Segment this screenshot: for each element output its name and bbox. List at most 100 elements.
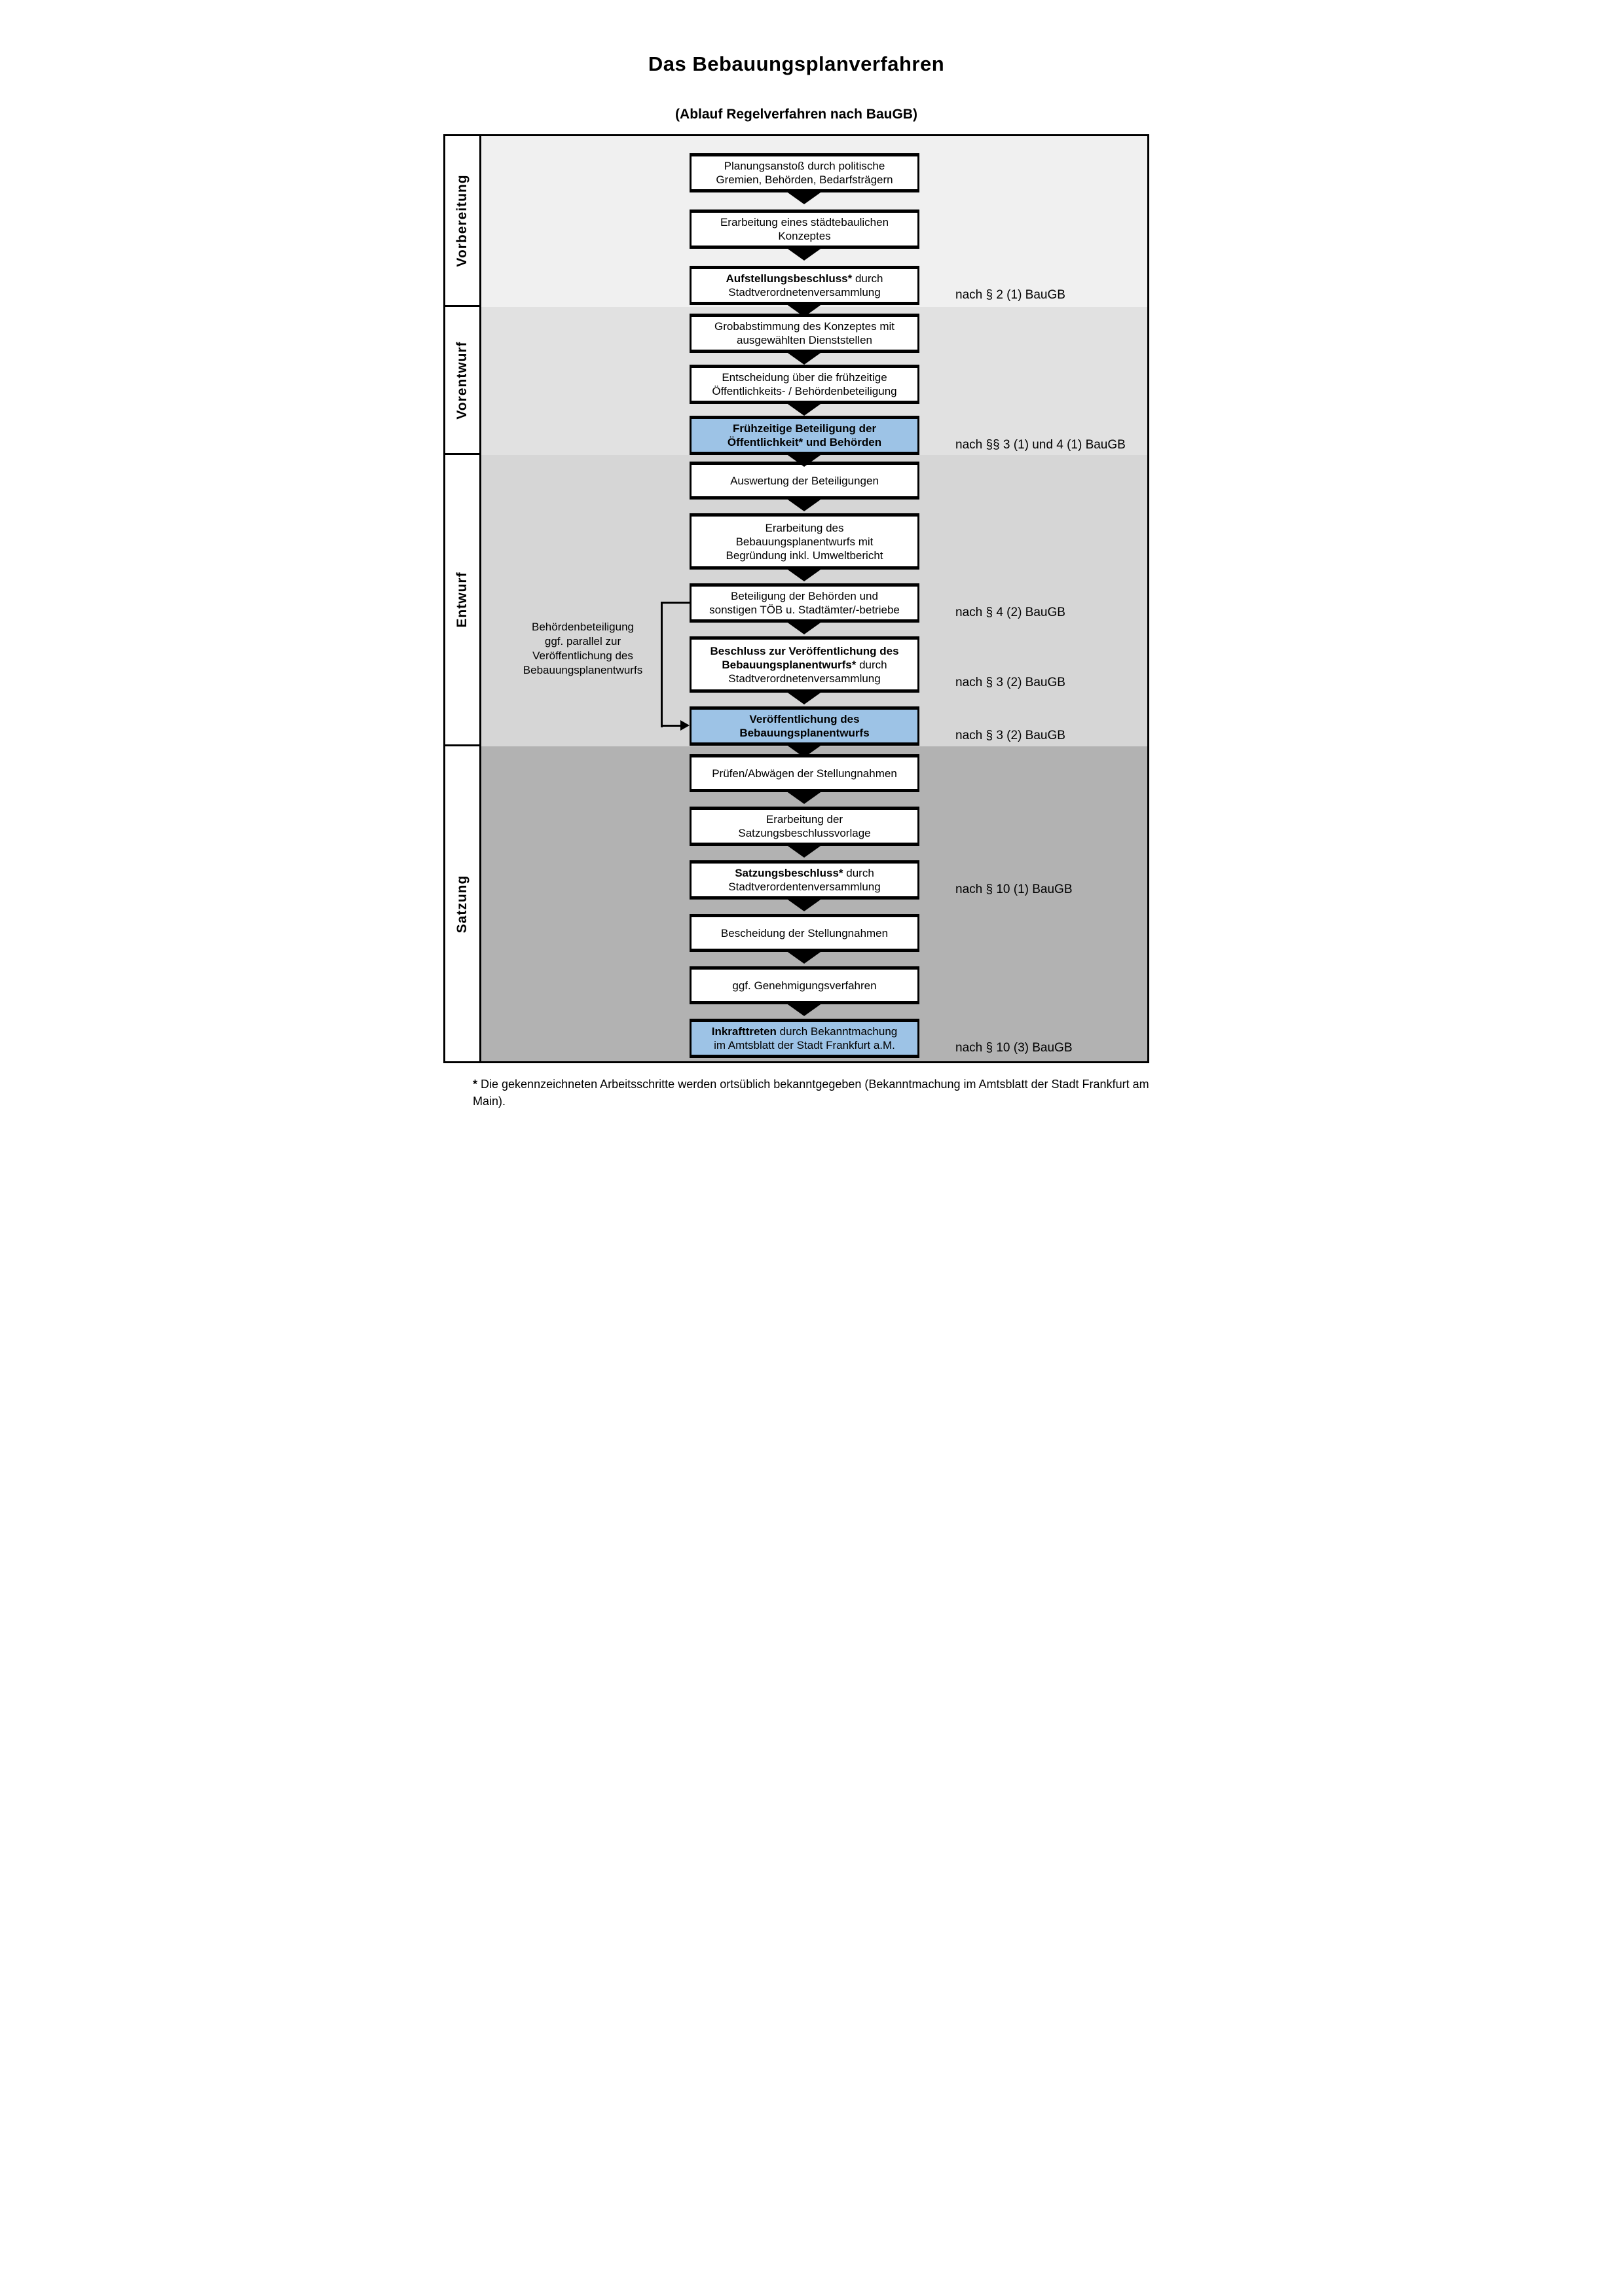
- flow-step-box: Prüfen/Abwägen der Stellungnahmen: [690, 754, 919, 792]
- phase-label-text: Satzung: [454, 875, 470, 933]
- step-text-segment: Bescheidung der Stellungnahmen: [720, 926, 889, 939]
- step-text-line: Erarbeitung des: [765, 521, 843, 535]
- step-text-segment: Grobabstimmung des Konzeptes mit: [714, 320, 895, 333]
- phase-label-entwurf: Entwurf: [445, 455, 481, 746]
- step-text-line: Bescheidung der Stellungnahmen: [721, 926, 888, 940]
- step-text-line: ausgewählten Dienststellen: [737, 333, 872, 347]
- step-text-line: im Amtsblatt der Stadt Frankfurt a.M.: [714, 1038, 895, 1052]
- step-text-line: Veröffentlichung des: [749, 712, 859, 726]
- phase-label-satzung: Satzung: [445, 746, 481, 1061]
- step-text-segment: Inkrafttreten: [711, 1025, 777, 1038]
- step-text-segment: Prüfen/Abwägen der Stellungnahmen: [712, 767, 897, 780]
- section-row-vorentwurf: Vorentwurf Grobabstimmung des Konzeptes m…: [445, 307, 1147, 467]
- step-text-segment: Planungsanstoß durch politische: [724, 160, 885, 172]
- step-text-line: Öffentlichkeits- / Behördenbeteiligung: [712, 384, 896, 398]
- step-text-segment: Frühzeitige Beteiligung der: [732, 422, 877, 435]
- arrow-down-icon: [786, 454, 822, 467]
- step-text-line: Grobabstimmung des Konzeptes mit: [714, 319, 895, 333]
- side-note-line: Bebauungsplanentwurfs: [523, 664, 643, 676]
- step-text-segment: Begründung inkl. Umweltbericht: [726, 549, 883, 562]
- step-text-line: Auswertung der Beteiligungen: [730, 474, 879, 488]
- law-reference: nach § 3 (2) BauGB: [955, 729, 1065, 742]
- arrow-down-icon: [786, 744, 822, 757]
- arrow-down-icon: [786, 691, 822, 704]
- section-row-satzung: Satzung Prüfen/Abwägen der Stellungnahmen…: [445, 746, 1147, 1061]
- arrow-down-icon: [786, 191, 822, 204]
- connector-line: [661, 602, 692, 604]
- arrow-down-icon: [786, 352, 822, 365]
- step-text-segment: Auswertung der Beteiligungen: [730, 474, 879, 487]
- law-reference: nach § 2 (1) BauGB: [955, 288, 1065, 302]
- phase-label-vorbereitung: Vorbereitung: [445, 136, 481, 307]
- side-note-line: Veröffentlichung des: [532, 649, 633, 662]
- footnote-asterisk: *: [473, 1078, 478, 1091]
- arrow-down-icon: [786, 845, 822, 858]
- step-text-segment: Öffentlichkeits- / Behördenbeteiligung: [712, 385, 897, 397]
- law-reference: nach §§ 3 (1) und 4 (1) BauGB: [955, 438, 1126, 452]
- step-text-line: Entscheidung über die frühzeitige: [722, 371, 887, 384]
- arrow-down-icon: [786, 568, 822, 581]
- arrow-down-icon: [786, 898, 822, 911]
- step-text-segment: Bebauungsplanentwurfs*: [722, 658, 857, 671]
- step-text-line: Erarbeitung eines städtebaulichen: [720, 215, 889, 229]
- arrow-down-icon: [786, 403, 822, 416]
- phase-label-text: Vorbereitung: [454, 174, 470, 267]
- arrow-down-icon: [786, 304, 822, 317]
- step-text-line: Stadtverordnetenversammlung: [728, 672, 880, 685]
- process-chart: Vorbereitung Planungsanstoß durch politis…: [443, 134, 1149, 1063]
- step-text-line: Frühzeitige Beteiligung der: [733, 422, 876, 435]
- law-reference: nach § 3 (2) BauGB: [955, 676, 1065, 689]
- step-text-line: Gremien, Behörden, Bedarfsträgern: [716, 173, 893, 187]
- step-text-segment: ausgewählten Dienststellen: [737, 334, 872, 346]
- phase-label-vorentwurf: Vorentwurf: [445, 307, 481, 455]
- step-text-segment: Entscheidung über die frühzeitige: [722, 371, 887, 384]
- step-text-line: Satzungsbeschlussvorlage: [738, 826, 870, 840]
- section-row-vorbereitung: Vorbereitung Planungsanstoß durch politis…: [445, 136, 1147, 317]
- step-text-segment: durch: [843, 867, 874, 879]
- step-text-line: Bebauungsplanentwurfs* durch: [722, 658, 887, 672]
- arrow-down-icon: [786, 247, 822, 261]
- phase-label-text: Vorentwurf: [454, 340, 470, 420]
- step-text-segment: Aufstellungsbeschluss*: [726, 272, 853, 285]
- step-text-line: Bebauungsplanentwurfs mit: [736, 535, 874, 549]
- step-text-line: Aufstellungsbeschluss* durch: [726, 272, 883, 285]
- page-title: Das Bebauungsplanverfahren: [648, 52, 945, 75]
- step-text-segment: durch: [856, 658, 887, 671]
- step-text-segment: Erarbeitung des: [765, 521, 844, 534]
- step-text-line: Öffentlichkeit* und Behörden: [728, 435, 881, 449]
- step-text-segment: Stadtverordentenversammlung: [728, 881, 881, 893]
- connector-line: [661, 602, 663, 727]
- step-text-line: Beteiligung der Behörden und: [731, 589, 878, 603]
- law-reference: nach § 10 (1) BauGB: [955, 883, 1073, 896]
- step-text-segment: durch: [852, 272, 883, 285]
- step-text-line: ggf. Genehmigungsverfahren: [732, 979, 876, 993]
- step-text-line: Stadtverordentenversammlung: [728, 880, 880, 894]
- step-text-line: Konzeptes: [778, 229, 830, 243]
- arrow-down-icon: [786, 951, 822, 964]
- step-text-segment: Gremien, Behörden, Bedarfsträgern: [716, 173, 893, 186]
- step-text-segment: Stadtverordnetenversammlung: [728, 286, 881, 299]
- side-note-line: ggf. parallel zur: [544, 635, 621, 647]
- step-text-segment: durch Bekanntmachung: [776, 1025, 898, 1038]
- step-text-line: Planungsanstoß durch politische: [724, 159, 885, 173]
- step-text-segment: Beschluss zur Veröffentlichung des: [710, 644, 899, 657]
- step-text-segment: Öffentlichkeit* und Behörden: [727, 436, 882, 448]
- step-text-line: Bebauungsplanentwurfs: [739, 726, 869, 740]
- step-text-segment: sonstigen TÖB u. Stadtämter/-betriebe: [709, 604, 900, 616]
- step-text-segment: Bebauungsplanentwurfs mit: [735, 535, 874, 548]
- step-text-segment: Erarbeitung eines städtebaulichen: [720, 216, 889, 228]
